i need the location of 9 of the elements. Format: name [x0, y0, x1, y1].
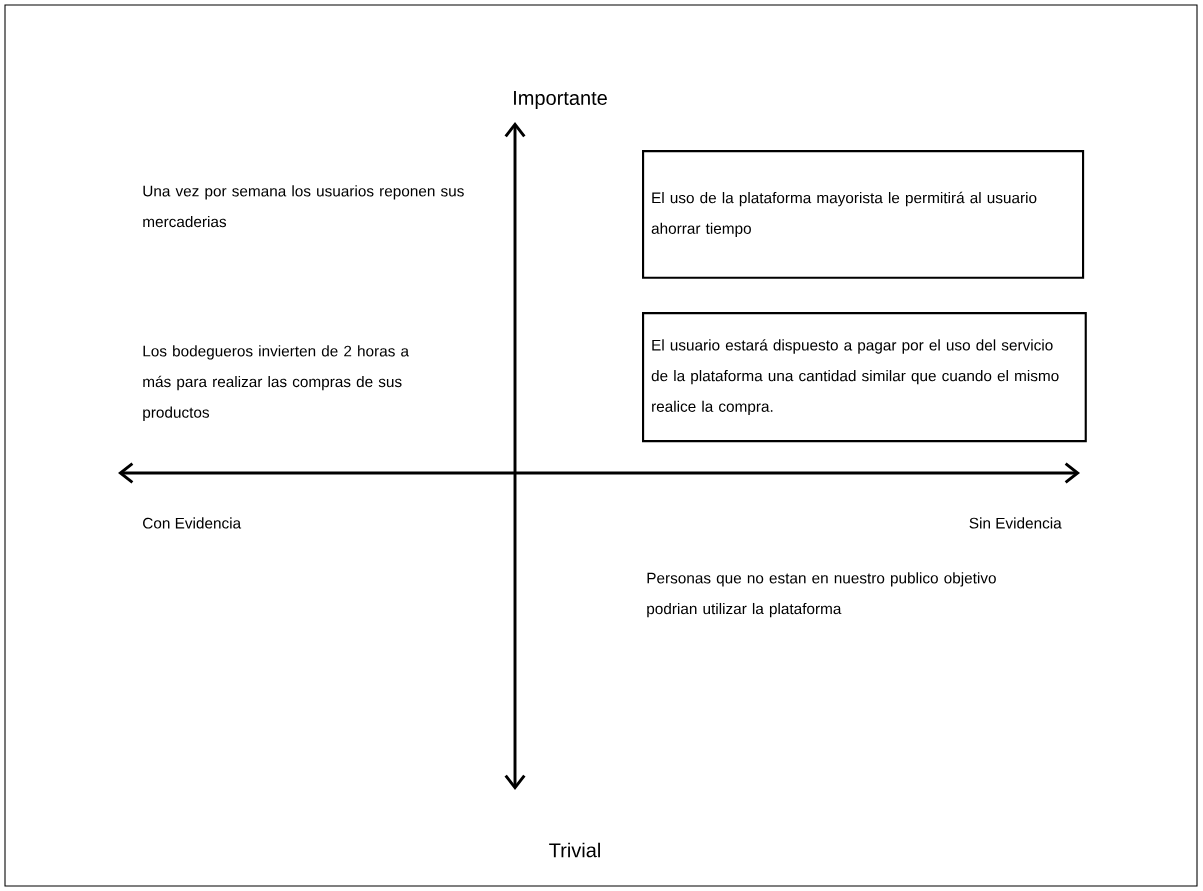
axis-label: Con Evidencia	[143, 517, 242, 529]
axis-label: Sin Evidencia	[969, 517, 1062, 529]
note-text: Una vez por semana los usuarios reponen sus mercaderias	[143, 185, 464, 228]
statement-box: El uso de la plataforma mayorista le permitirá al usuario ahorrar tiempo	[642, 150, 1085, 279]
note-text: Personas que no estan en nuestro publico objetivo podrian utilizar la plataforma	[647, 572, 996, 618]
axis-label: Trivial	[549, 842, 600, 858]
note-text: Los bodegueros invierten de 2 horas a más para realizar las compras de sus productos	[143, 345, 409, 421]
statement-box: El usuario estará dispuesto a pagar por el uso del servicio de la plataforma una cantidad similar que cuando el mismo realice la compra.	[642, 312, 1087, 443]
axis-label: Importante	[514, 91, 607, 109]
